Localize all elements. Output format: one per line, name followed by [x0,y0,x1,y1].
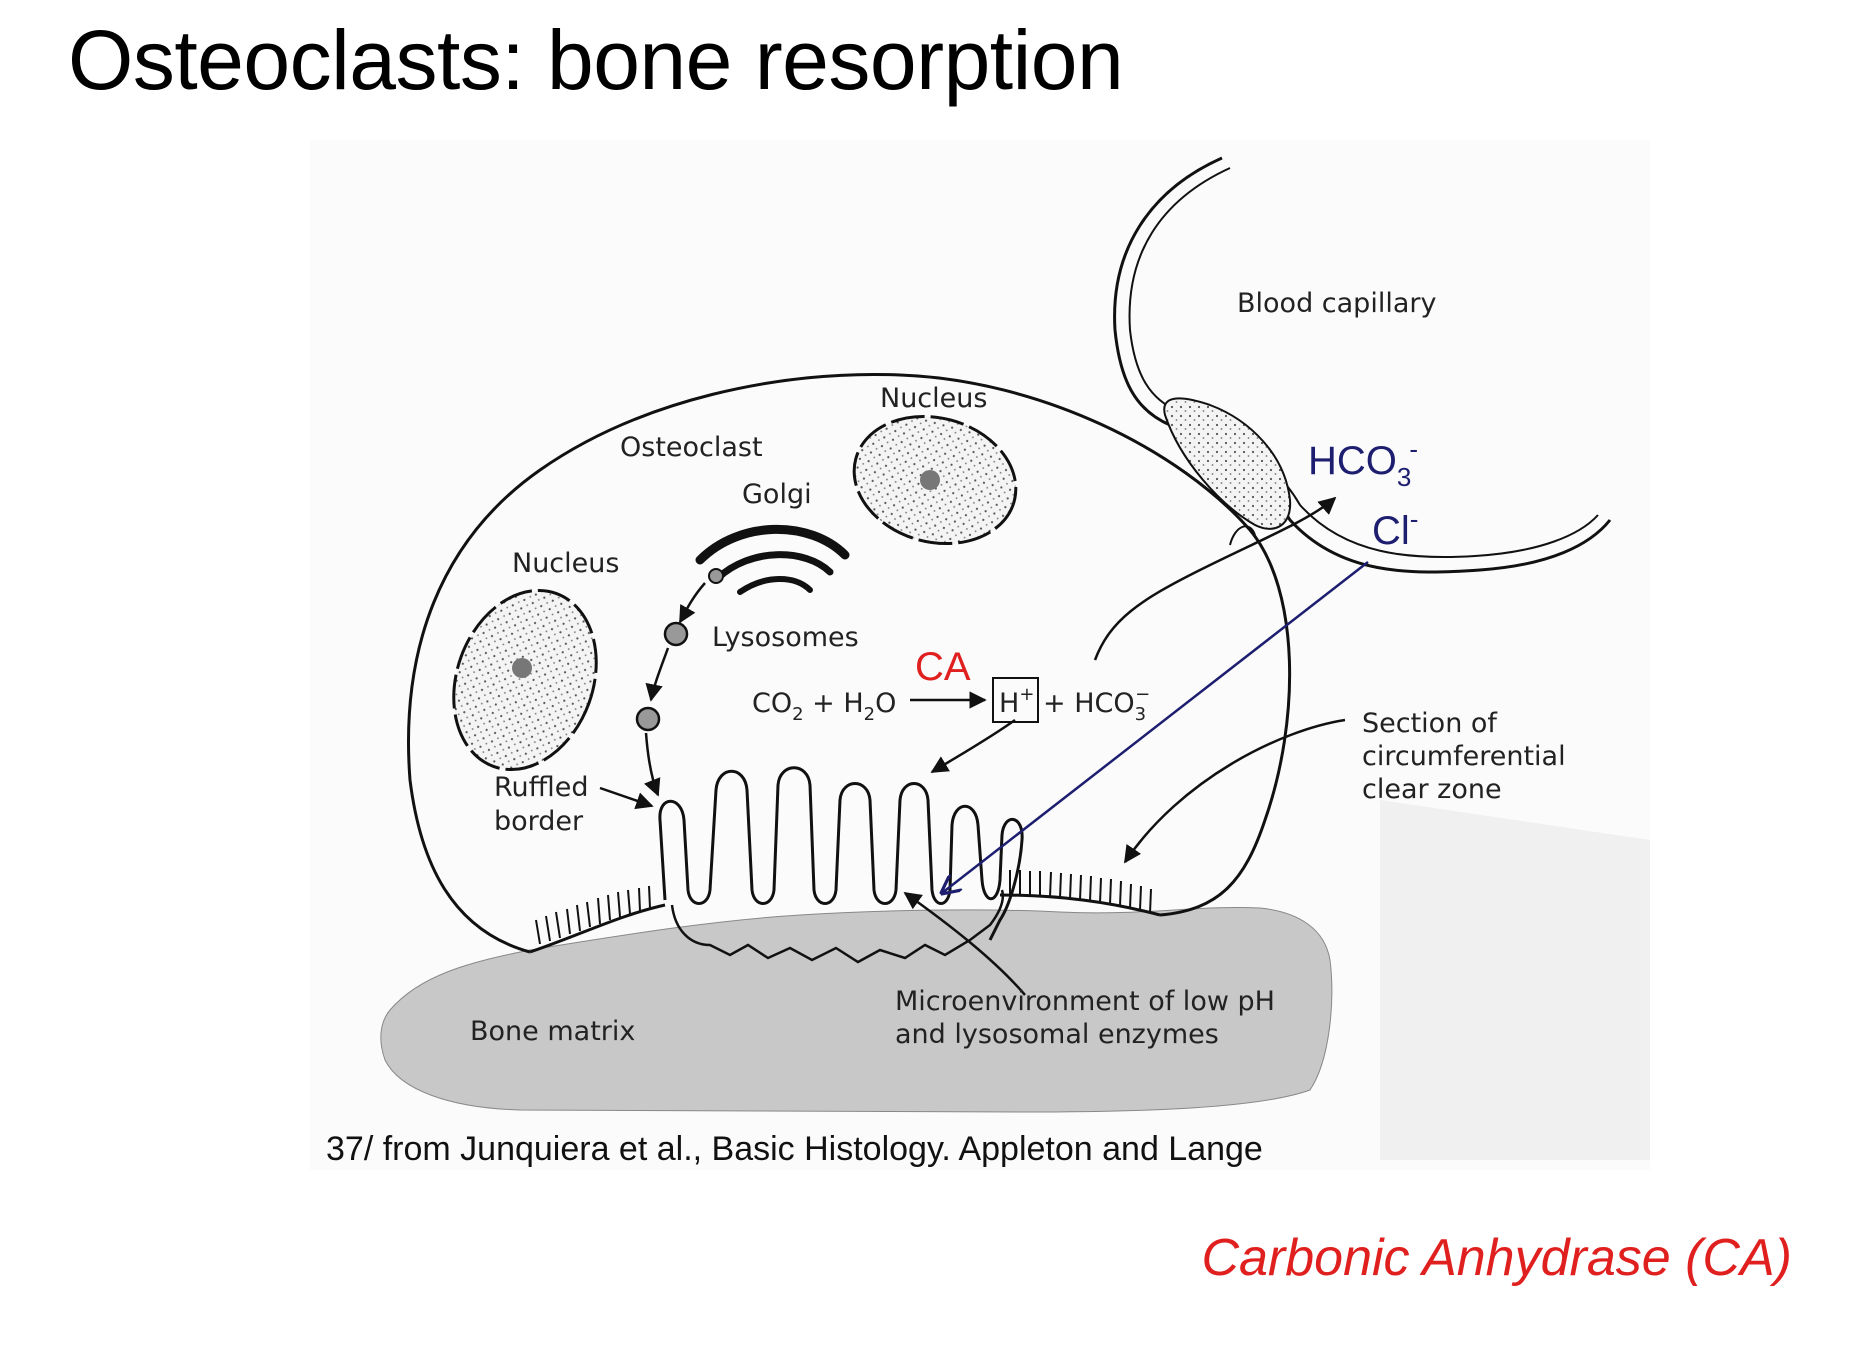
lysosome-1 [663,621,689,647]
chloride-transport-arrow [942,561,1369,893]
golgi-cisterna-1 [695,524,850,565]
annotation-ca: CA [915,645,971,689]
lysosome-arrow-1 [678,582,706,624]
nucleolus-left [512,658,532,678]
reaction-proton: H+ [999,684,1034,719]
carbonic-anhydrase-note: Carbonic Anhydrase (CA) [1201,1229,1792,1287]
label-nucleus-top: Nucleus [880,383,987,414]
label-clear-zone: clear zone [1362,774,1502,805]
lysosome-arrow-2 [645,647,670,702]
label-blood-capillary: Blood capillary [1237,288,1436,319]
h-to-border-arrow [930,718,1016,774]
reaction-substrates: CO2 + H2O [752,688,896,725]
label-ruffled: Ruffled [494,772,589,803]
lysosome-2 [635,706,661,732]
label-microenvironment: Microenvironment of low pH [895,986,1275,1017]
label-border: border [494,806,584,837]
label-circumferential: circumferential [1362,741,1566,772]
label-osteoclast: Osteoclast [620,432,763,463]
paper-shading [1380,800,1650,1160]
nucleus-left-shape [452,588,598,772]
clear-zone-right [999,870,1161,917]
label-golgi: Golgi [742,479,812,510]
microenvironment-arrow [903,891,1026,996]
clear-zone-label-arrow [1123,718,1346,864]
endothelial-nucleus [1163,397,1292,530]
reaction-bicarbonate: + HCO3− [1043,684,1150,725]
annotation-hco3: HCO3- [1308,434,1418,492]
label-nucleus-left: Nucleus [512,548,619,579]
label-lysosomal-enzymes: and lysosomal enzymes [895,1019,1219,1050]
annotation-chloride: Cl- [1372,504,1418,553]
figure-citation: 37/ from Junquiera et al., Basic Histolo… [326,1130,1263,1168]
slide-title: Osteoclasts: bone resorption [68,13,1124,107]
golgi-cisterna-2 [714,551,834,582]
clear-zone-left [529,885,666,954]
label-lysosomes: Lysosomes [712,622,859,653]
golgi-cisterna-3 [737,576,813,595]
capillary-to-cell-contact [1229,525,1256,546]
golgi-vesicle [708,568,724,584]
ruffled-label-arrow [599,786,654,810]
hco3-to-capillary-arrow [1093,496,1337,661]
label-section-of: Section of [1362,708,1498,739]
lysosome-arrow-3 [644,732,661,797]
label-bone-matrix: Bone matrix [470,1016,635,1047]
resorption-lacuna-edge [670,889,1005,964]
proton-box [992,677,1039,723]
nucleolus-top [920,470,940,490]
osteoclast-cell-outline [407,373,1292,954]
bone-matrix-shape [380,906,1333,1113]
ruffled-border [658,766,1024,941]
